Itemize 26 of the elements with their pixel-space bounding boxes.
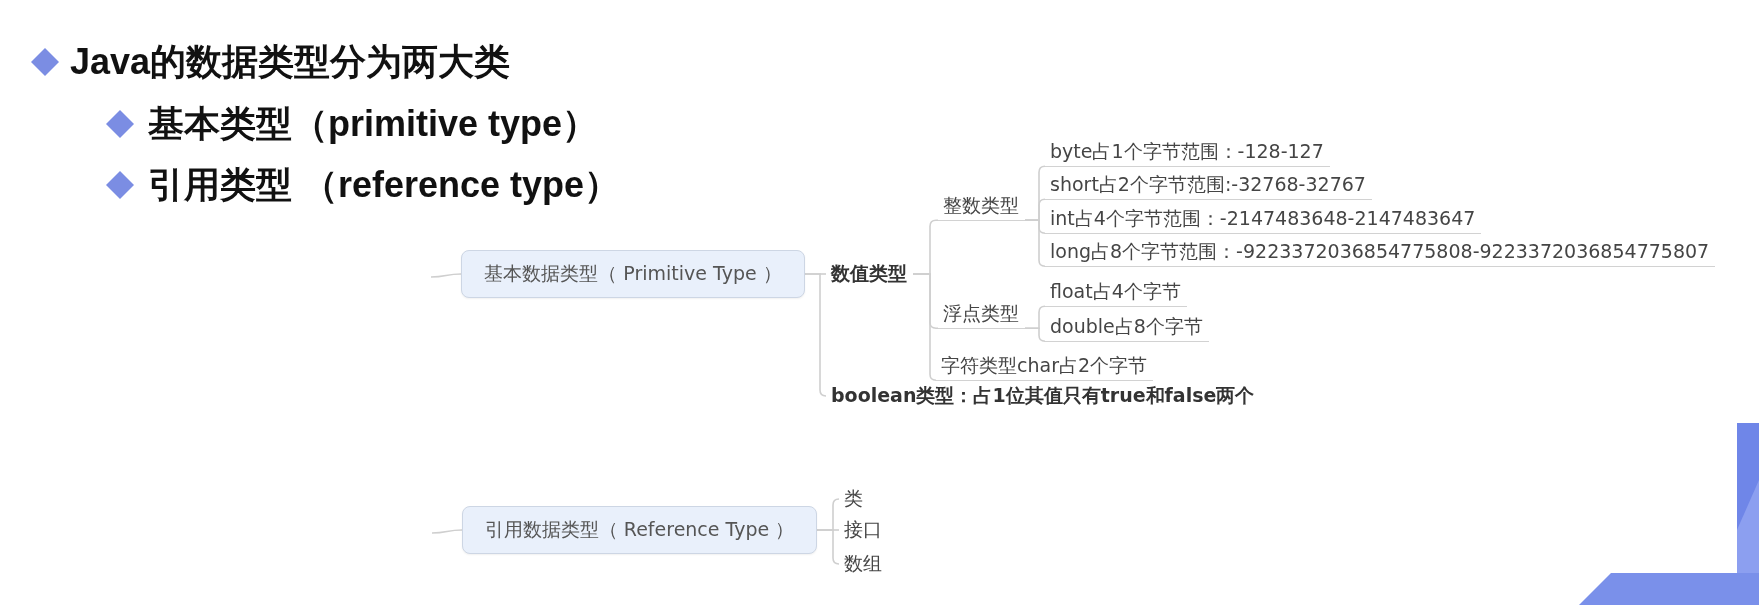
bullet-text: 基本类型（primitive type） xyxy=(148,101,599,146)
underlined-topic: short占2个字节范围:-32768-32767 xyxy=(1045,172,1372,200)
topic-text: 类 xyxy=(839,486,869,514)
connector-line xyxy=(430,273,462,278)
category-box: 基本数据类型（ Primitive Type ） xyxy=(461,250,805,298)
topic-text: boolean类型：占1位其值只有true和false两个 xyxy=(826,383,1261,411)
connector-line xyxy=(912,273,937,382)
topic-text: 数值类型 xyxy=(826,261,913,289)
bullet-text: 引用类型 （reference type） xyxy=(148,162,621,207)
connector-line xyxy=(804,273,827,397)
underlined-topic: long占8个字节范围：-9223372036854775808-9223372036854775807 xyxy=(1045,239,1716,267)
connector-line xyxy=(1024,327,1046,343)
underlined-topic: 字符类型char占2个字节 xyxy=(936,353,1154,381)
connector-line xyxy=(1024,219,1046,268)
topic-text: 接口 xyxy=(839,517,888,545)
underlined-topic: int占4个字节范围：-2147483648-2147483647 xyxy=(1045,206,1482,234)
underlined-topic: byte占1个字节范围：-128-127 xyxy=(1045,139,1330,167)
topic-text: 数组 xyxy=(839,551,888,579)
connector-line xyxy=(431,529,463,534)
underlined-topic: 整数类型 xyxy=(938,193,1025,221)
underlined-topic: 浮点类型 xyxy=(938,301,1025,329)
category-box: 引用数据类型（ Reference Type ） xyxy=(462,506,817,554)
connector-line xyxy=(816,529,840,565)
bullet-text: Java的数据类型分为两大类 xyxy=(70,39,511,84)
underlined-topic: double占8个字节 xyxy=(1045,314,1209,342)
underlined-topic: float占4个字节 xyxy=(1045,279,1187,307)
